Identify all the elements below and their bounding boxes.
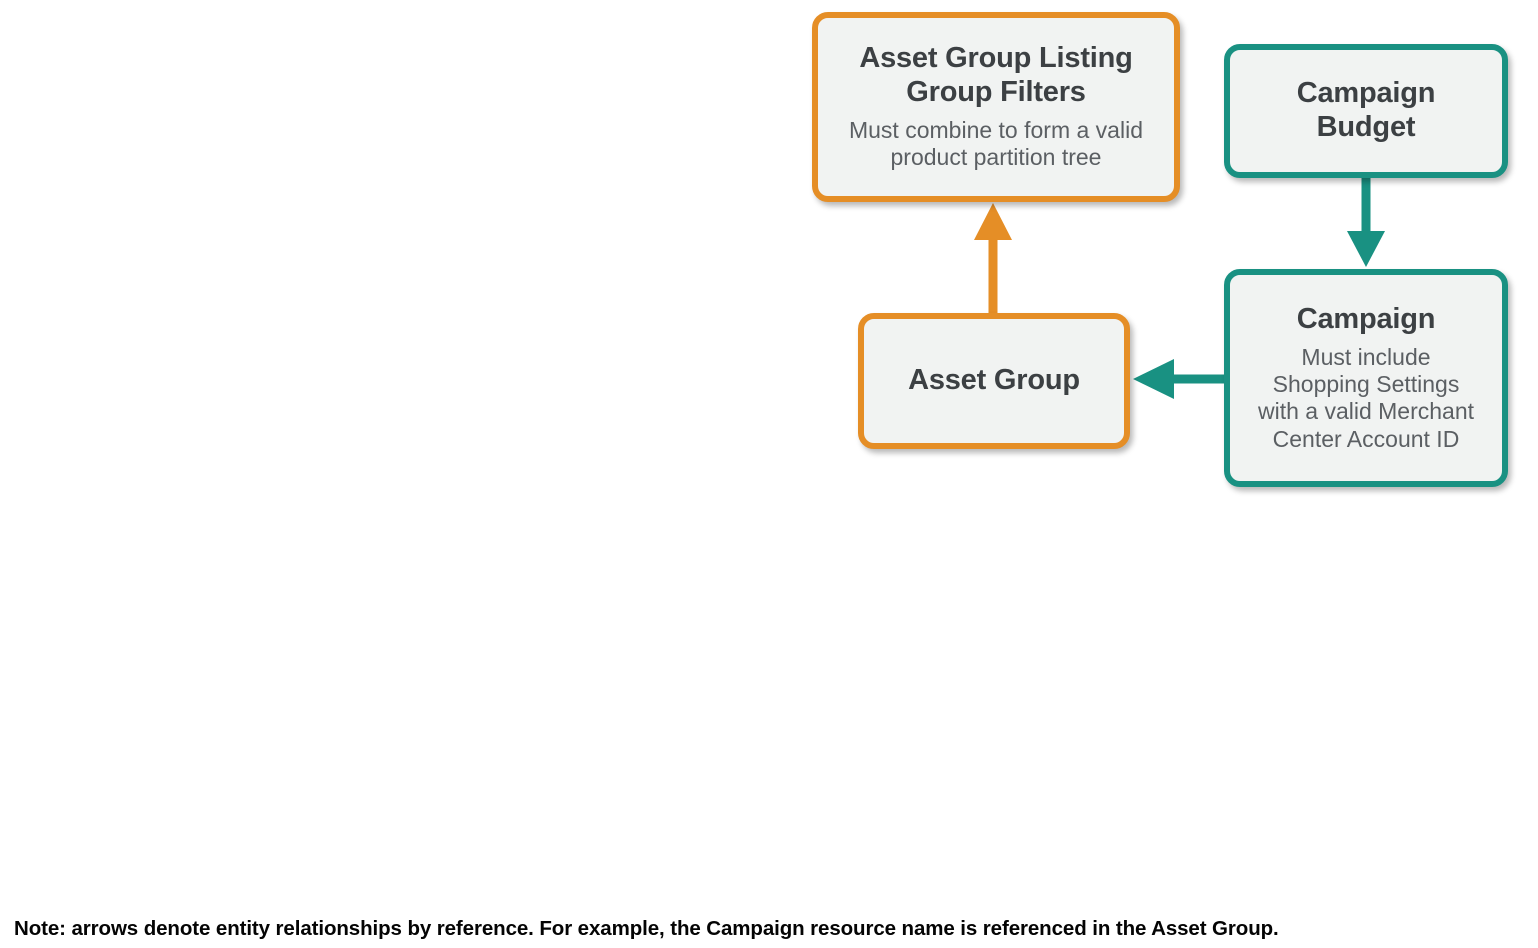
node-description-line-2: product partition tree	[890, 144, 1102, 171]
node-title: Campaign	[1296, 303, 1436, 336]
edge-asset-group-to-listing-group-filters	[974, 203, 1012, 316]
arrowhead-up-orange	[974, 203, 1012, 240]
node-title: Asset Group	[908, 364, 1080, 397]
node-description-line-1: Must include	[1301, 344, 1431, 371]
arrowhead-down-teal	[1347, 231, 1385, 267]
diagram-footnote: Note: arrows denote entity relationships…	[14, 917, 1279, 940]
node-title-line-2: Budget	[1316, 111, 1416, 143]
edge-campaign-to-asset-group	[1133, 359, 1226, 399]
node-title-line-2: Group Filters	[906, 76, 1086, 109]
edge-campaign-budget-to-campaign	[1347, 176, 1385, 267]
node-title-line-1: Campaign	[1296, 77, 1436, 110]
node-description-line-4: Center Account ID	[1272, 425, 1460, 452]
node-title-line-1: Asset Group Listing	[859, 42, 1133, 75]
node-description-line-1: Must combine to form a valid	[848, 117, 1143, 144]
node-description-line-3: with a valid Merchant	[1257, 398, 1475, 425]
arrowhead-left-teal	[1133, 359, 1174, 399]
node-asset-group[interactable]: Asset Group	[858, 313, 1130, 449]
node-description-line-2: Shopping Settings	[1272, 371, 1460, 398]
